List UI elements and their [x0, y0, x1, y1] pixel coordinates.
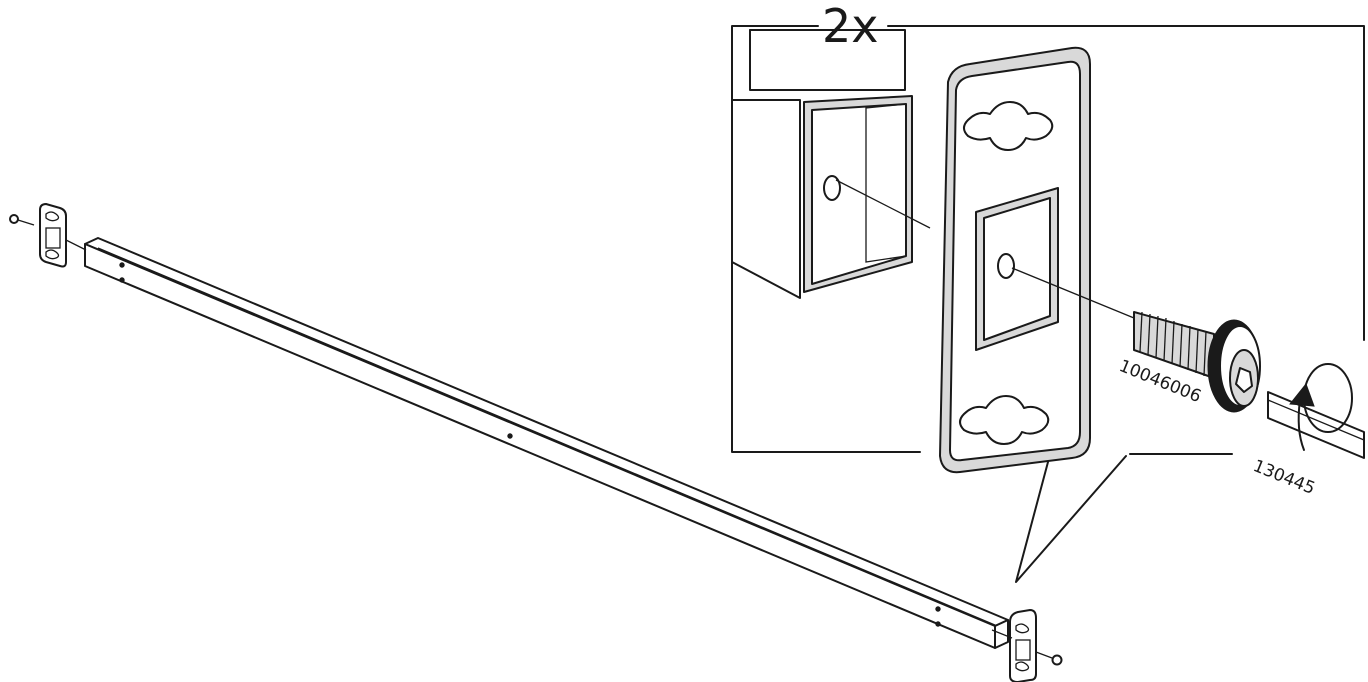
detail-tube	[731, 29, 931, 299]
left-screw	[9, 214, 87, 251]
detail-hex-key	[1267, 363, 1365, 459]
detail-bolt	[1133, 311, 1261, 413]
right-bracket	[1009, 609, 1037, 682]
detail-bracket-plate	[939, 46, 1135, 474]
rail	[84, 237, 1009, 649]
right-screw	[991, 629, 1063, 666]
quantity-label: 2x	[822, 0, 879, 53]
left-bracket	[39, 203, 67, 268]
tool-part-number: 130445	[1250, 456, 1318, 499]
callout-lines	[1015, 455, 1127, 583]
